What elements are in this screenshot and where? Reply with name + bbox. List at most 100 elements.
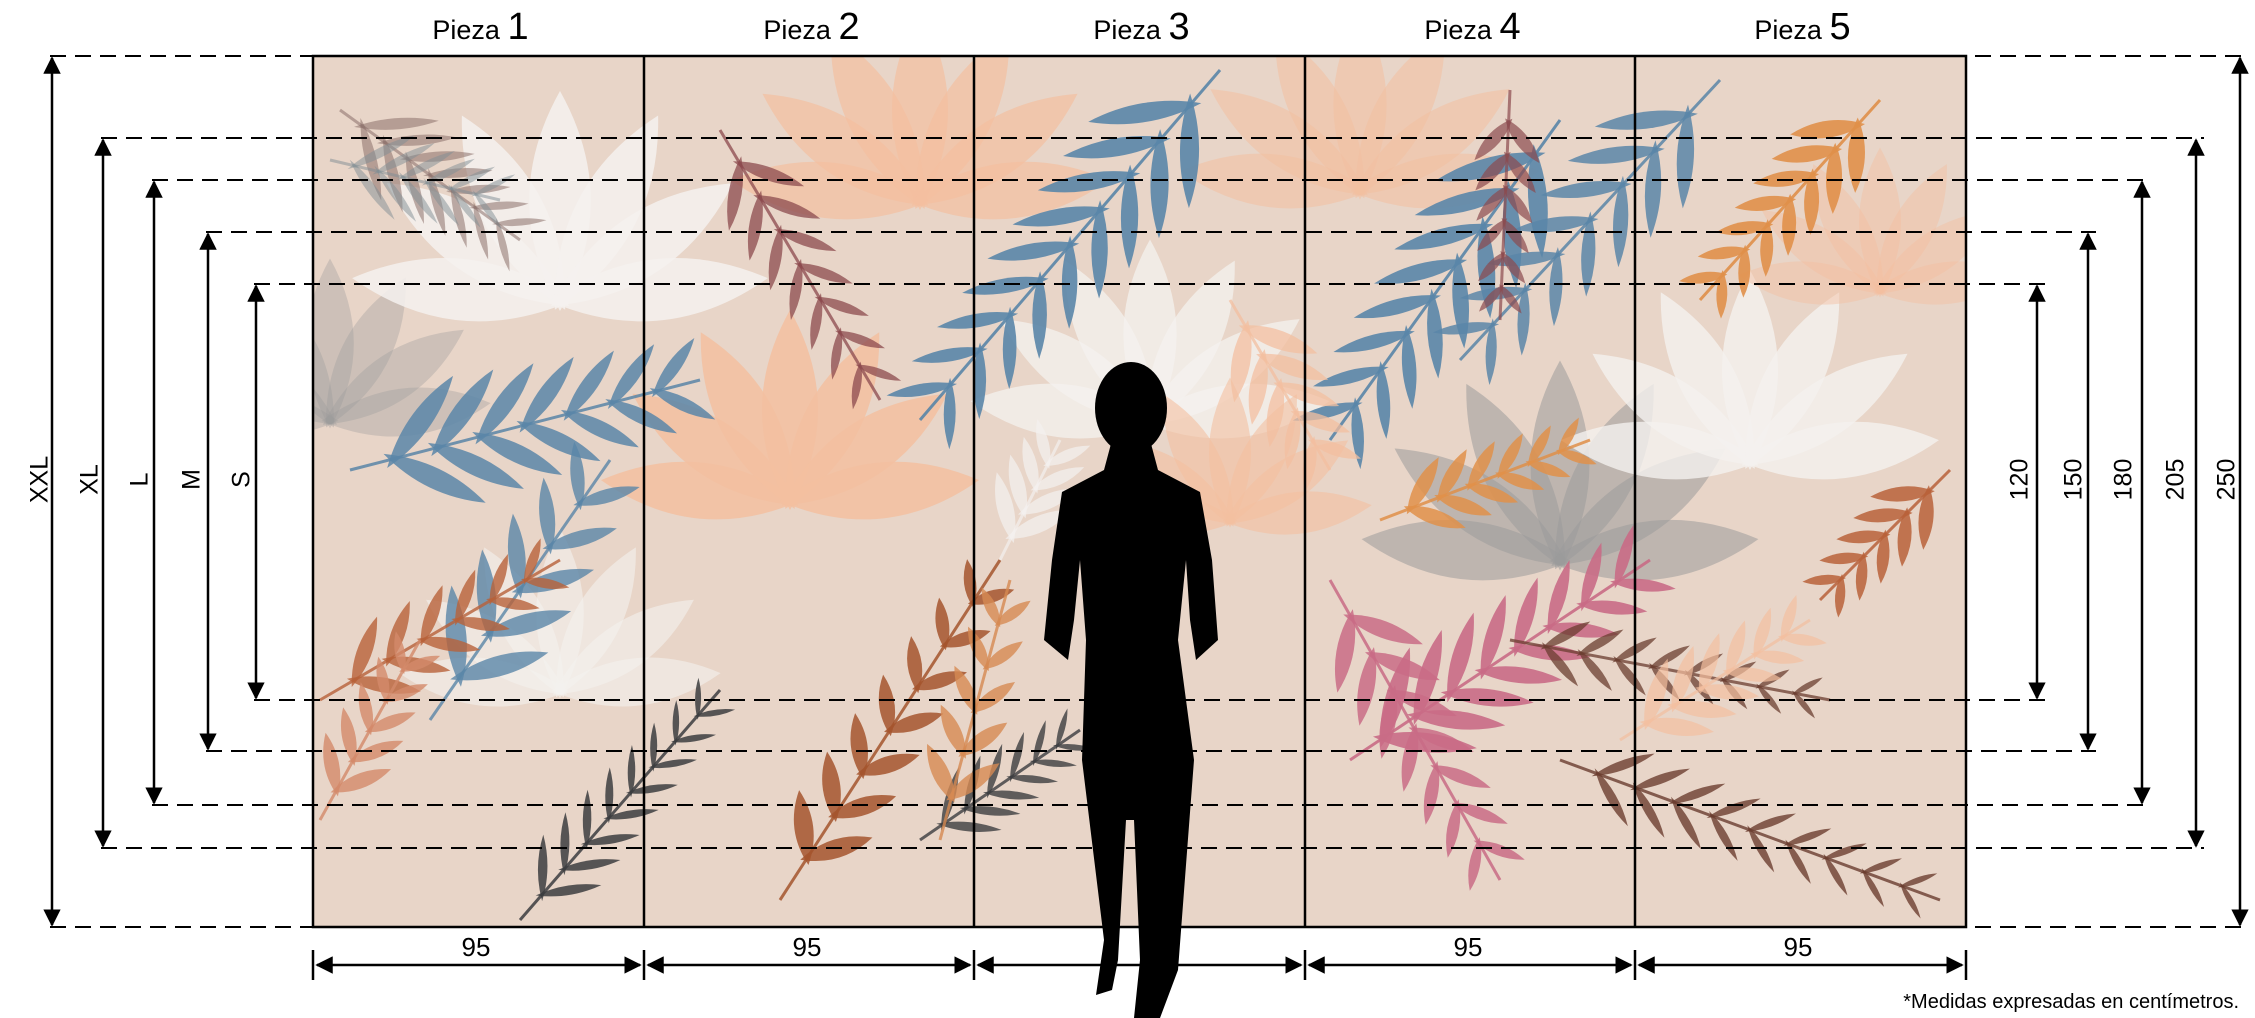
leaf <box>878 674 896 737</box>
leaf <box>625 784 678 794</box>
size-name-xxl: XXL <box>25 455 54 504</box>
leaf <box>1670 796 1702 850</box>
leaf <box>1576 600 1648 615</box>
size-height-xxl: 250 <box>2212 458 2241 501</box>
leaf <box>1644 658 1669 730</box>
leaf <box>1825 142 1843 214</box>
leaf <box>1577 649 1612 691</box>
leaf <box>1547 560 1570 635</box>
leaf <box>1576 629 1624 656</box>
leaf <box>1403 506 1466 529</box>
leaf <box>884 712 944 733</box>
leaf <box>516 420 601 462</box>
leaf <box>560 812 570 876</box>
leaf <box>1847 117 1865 193</box>
leaf <box>605 399 678 434</box>
leaf <box>649 388 716 420</box>
leaf <box>828 794 897 819</box>
leaf <box>1447 612 1474 703</box>
leaf <box>794 262 853 284</box>
leaf <box>1792 690 1816 719</box>
leaf <box>648 759 697 769</box>
leaf <box>987 241 1080 261</box>
leaf <box>1679 271 1728 284</box>
leaf <box>394 631 406 675</box>
leaf <box>1549 519 1759 581</box>
leaf <box>330 769 392 793</box>
leaf <box>1238 325 1318 354</box>
leaf <box>1313 366 1389 387</box>
leaf <box>935 597 950 651</box>
leaf <box>542 527 617 550</box>
leaf <box>431 369 494 457</box>
leaf <box>793 790 814 865</box>
leaf <box>1386 689 1457 717</box>
leaf <box>383 453 486 503</box>
leaf <box>472 190 503 230</box>
leaf <box>1517 282 1530 356</box>
leaf <box>1667 700 1737 718</box>
leaf <box>1836 530 1891 544</box>
leaf <box>650 722 658 772</box>
leaf <box>834 330 886 349</box>
leaf <box>520 577 570 590</box>
leaf <box>1898 873 1938 888</box>
leaf <box>1513 216 1599 233</box>
leaf <box>911 347 988 363</box>
leaf <box>1859 858 1902 874</box>
leaf <box>1744 813 1796 832</box>
piece-label-1: Pieza 1 <box>432 6 529 48</box>
leaf <box>939 630 991 648</box>
leaf <box>607 344 655 409</box>
leaf <box>1351 397 1364 470</box>
leaf <box>936 821 1002 832</box>
leaf <box>1474 666 1563 684</box>
leaf <box>1030 467 1085 491</box>
leaf <box>973 342 987 420</box>
leaf <box>1022 436 1039 494</box>
leaf <box>1475 151 1511 191</box>
leaf <box>1819 552 1869 565</box>
size-name-l: L <box>125 472 154 487</box>
leaf <box>376 656 390 705</box>
leaf <box>1440 688 1534 707</box>
leaf <box>1473 840 1525 860</box>
leaf <box>1855 551 1868 601</box>
leaf <box>773 229 837 252</box>
leaf <box>450 651 549 681</box>
stem <box>1349 558 1651 762</box>
leaf <box>423 178 460 226</box>
leaf <box>1343 614 1423 645</box>
leaf <box>1853 508 1913 523</box>
leaf <box>1088 100 1202 125</box>
leaf <box>1918 485 1934 550</box>
leaf <box>323 732 341 797</box>
leaf <box>937 312 1019 329</box>
leaf <box>349 159 395 220</box>
leaf <box>1734 195 1797 212</box>
leaf <box>1791 677 1823 696</box>
leaf <box>1365 652 1440 681</box>
leaf <box>372 143 435 175</box>
leaf <box>1408 727 1474 752</box>
leaf <box>1012 206 1110 227</box>
leaf <box>1036 419 1051 469</box>
leaf <box>1480 595 1506 680</box>
leaf <box>967 588 1015 605</box>
leaf <box>1308 439 1362 459</box>
leaf <box>524 538 541 585</box>
leaf <box>1785 839 1811 884</box>
leaf <box>347 135 415 170</box>
leaf <box>1870 486 1935 502</box>
leaf <box>486 597 540 610</box>
leaf <box>1430 765 1491 788</box>
leaf <box>1771 145 1843 163</box>
stem <box>1509 638 1831 702</box>
leaf <box>1780 595 1797 642</box>
leaf <box>1722 667 1782 682</box>
leaf <box>1222 491 1372 535</box>
leaf <box>780 461 979 520</box>
leaf <box>605 767 614 824</box>
leaf <box>693 709 736 717</box>
